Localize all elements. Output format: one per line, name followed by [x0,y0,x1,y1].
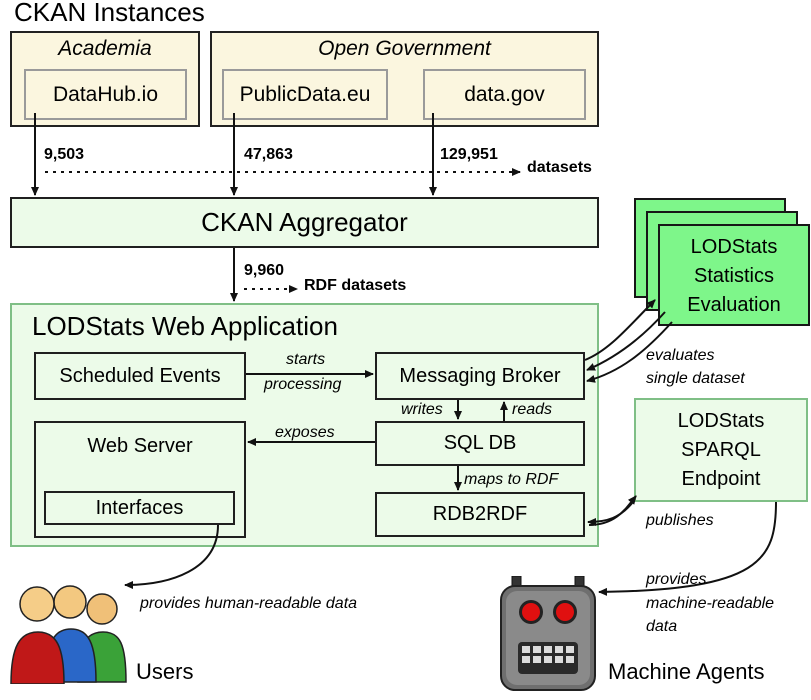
label-starts: starts [286,351,326,368]
statistics-line-2: Statistics [693,265,775,287]
sparql-line-2: SPARQL [681,439,761,461]
count-publicdata: 47,863 [244,146,293,163]
sparql-line-3: Endpoint [681,468,761,490]
label-exposes: exposes [275,424,335,441]
label-provides: provides [646,571,707,588]
label-processing: processing [264,376,342,393]
web-server-label: Web Server [87,435,193,457]
scheduled-events-box: Scheduled Events [34,352,246,400]
statistics-evaluation-box: LODStats Statistics Evaluation [658,224,810,326]
label-maps-to-rdf: maps to RDF [464,471,559,488]
label-single-dataset: single dataset [646,370,745,387]
users-label: Users [136,659,194,684]
statistics-line-1: LODStats [690,236,778,258]
count-datagov: 129,951 [440,146,498,163]
messaging-broker-box: Messaging Broker [375,352,585,400]
academia-label: Academia [58,37,152,60]
sql-db-box: SQL DB [375,421,585,466]
open-government-label: Open Government [318,37,491,60]
label-writes: writes [401,401,443,418]
interfaces-box: Interfaces [44,491,235,525]
count-datahub: 9,503 [44,146,85,163]
count-aggregated: 9,960 [244,262,285,279]
datagov-box: data.gov [423,69,586,120]
label-provides-human: provides human-readable data [140,595,358,612]
datahub-box: DataHub.io [24,69,187,120]
ckan-aggregator-box: CKAN Aggregator [10,197,599,248]
statistics-line-3: Evaluation [687,294,781,316]
datasets-label: datasets [527,159,592,176]
label-evaluates: evaluates [646,347,715,364]
label-reads: reads [512,401,553,418]
users-icon [10,585,127,684]
label-machine-readable: machine-readable [646,595,775,612]
rdb2rdf-box: RDB2RDF [375,492,585,537]
robot-icon [500,576,596,691]
webapp-title: LODStats Web Application [32,311,338,341]
machine-agents-label: Machine Agents [608,659,765,684]
diagram-title: CKAN Instances [14,0,205,27]
sparql-endpoint-box: LODStats SPARQL Endpoint [634,398,808,502]
label-publishes: publishes [646,512,714,529]
rdf-datasets-label: RDF datasets [304,277,407,294]
label-data: data [646,618,678,635]
publicdata-box: PublicData.eu [222,69,388,120]
sparql-line-1: LODStats [677,410,765,432]
